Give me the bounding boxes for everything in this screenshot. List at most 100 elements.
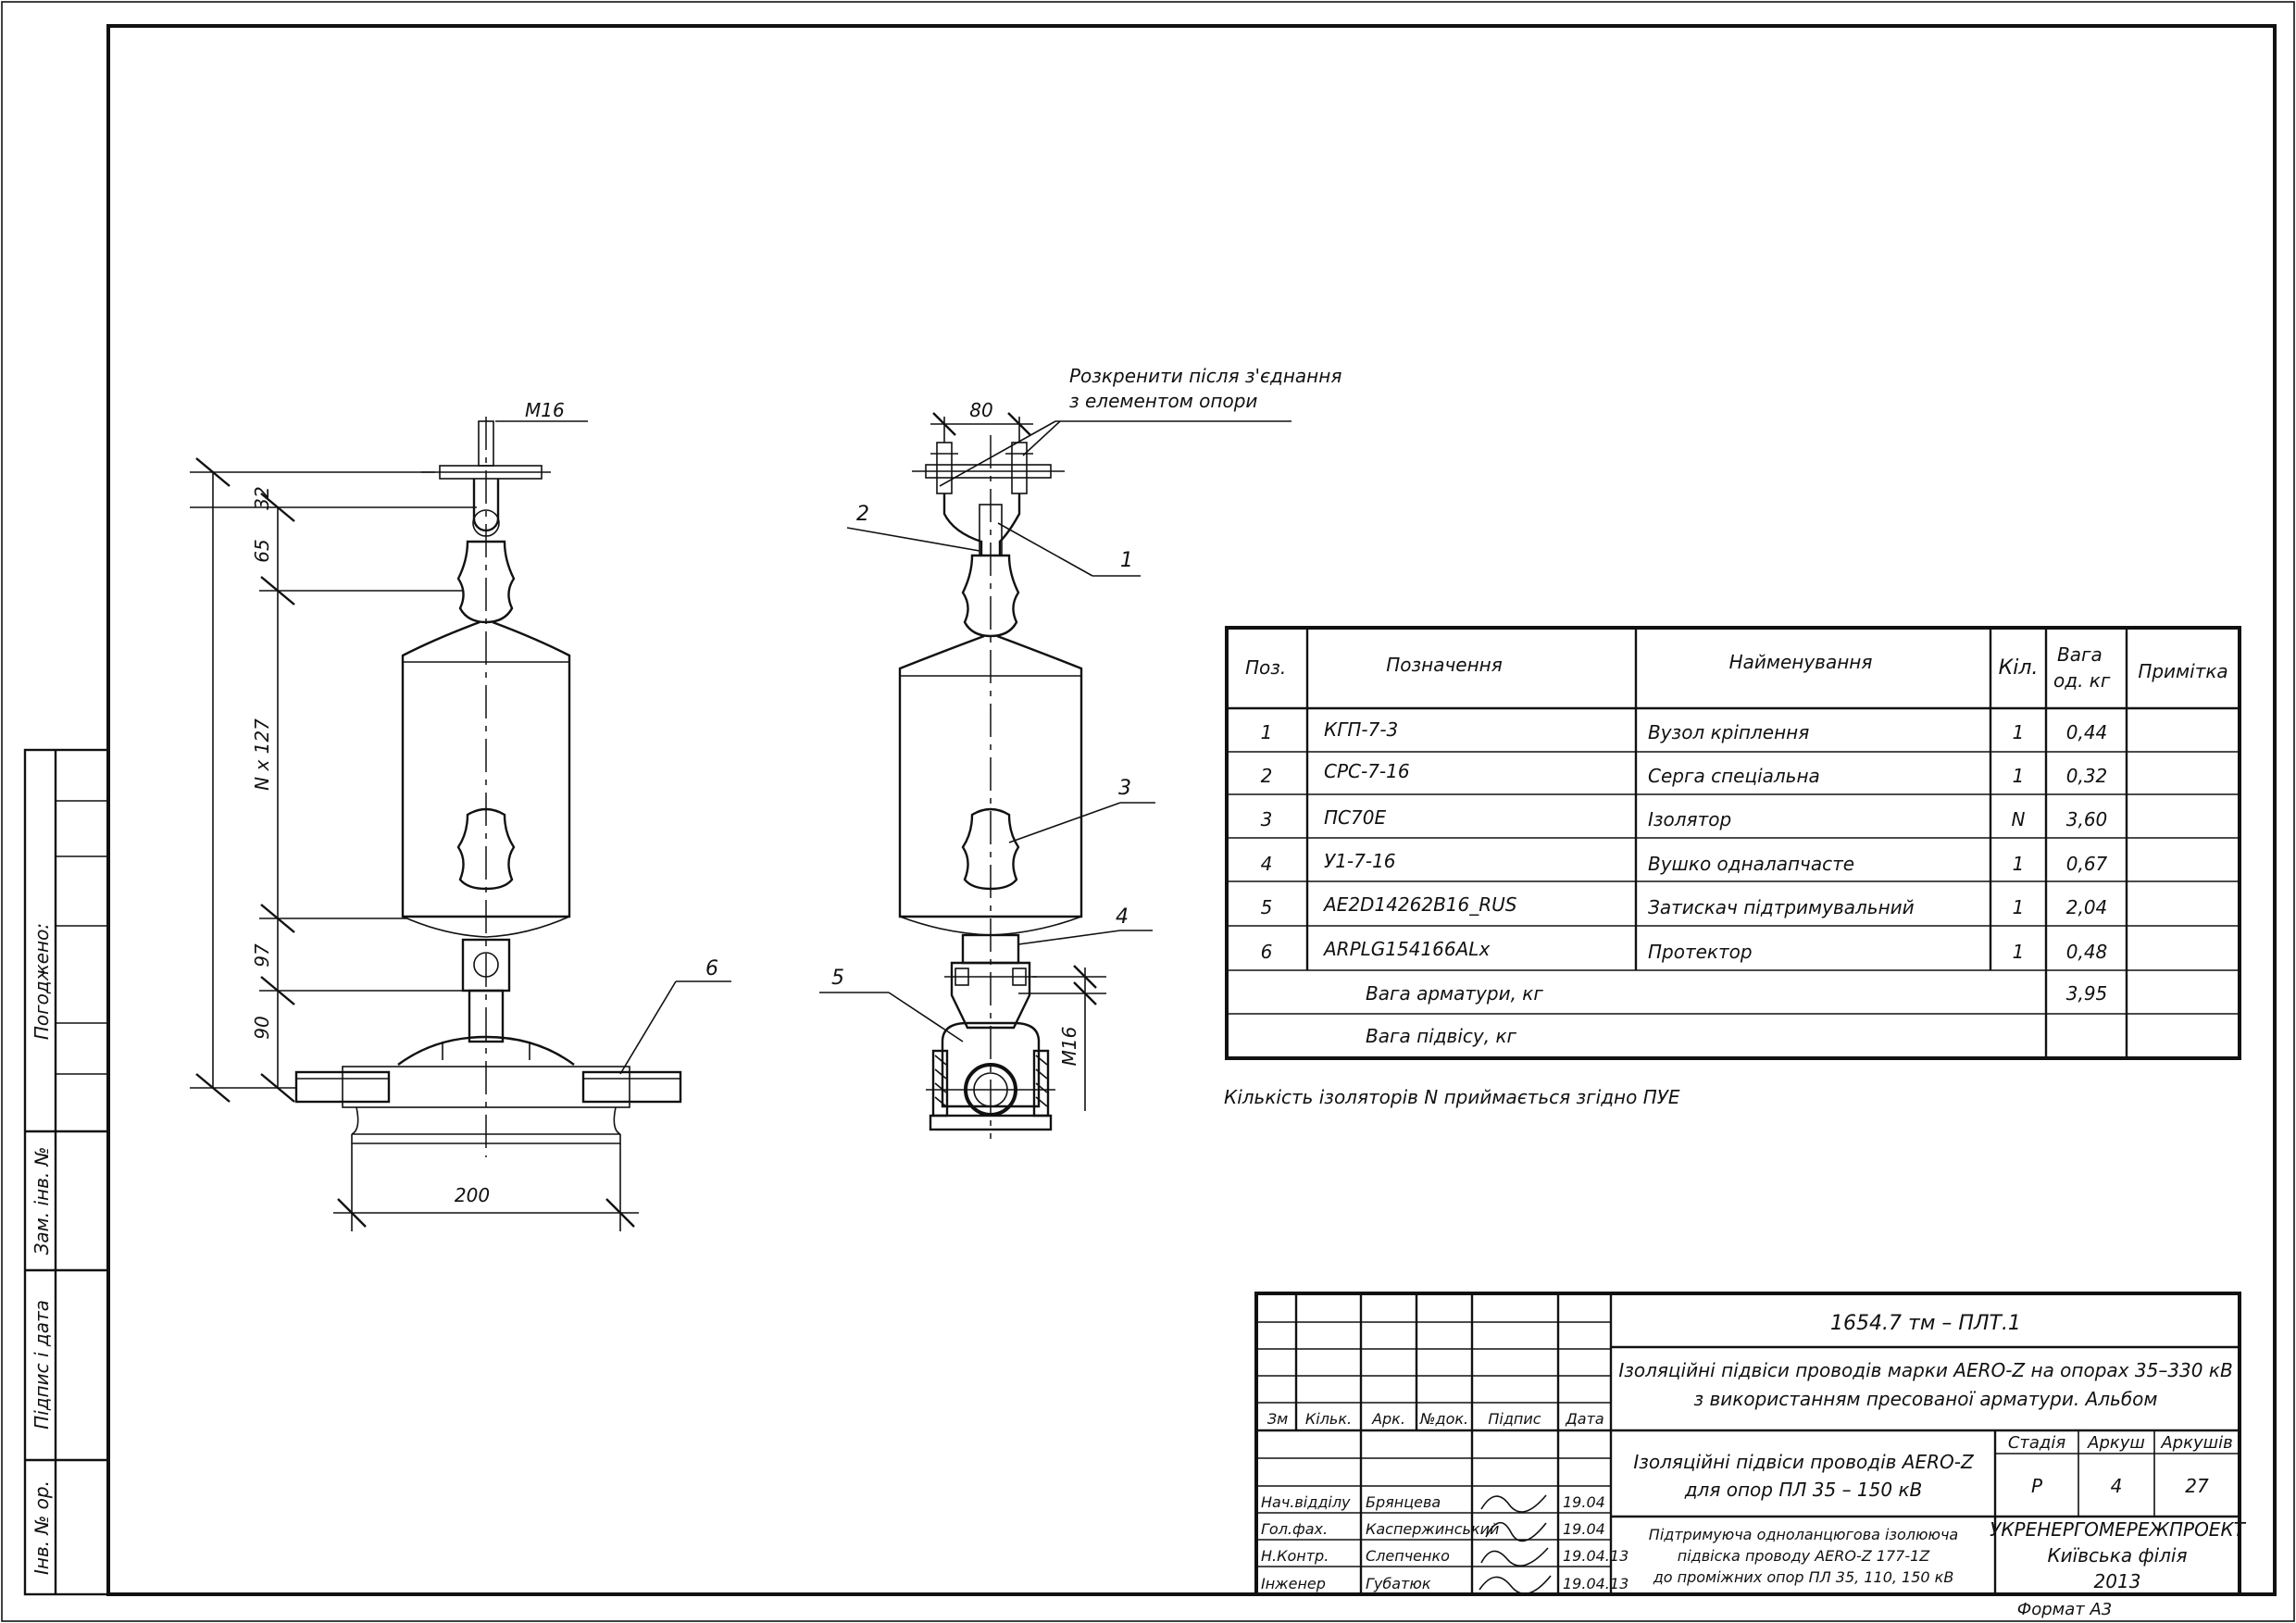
col-ark: Арк. <box>1371 1410 1405 1428</box>
svg-text:19.04.13: 19.04.13 <box>1563 1547 1628 1565</box>
front-view-dimensions: 80 Розкренити після з'єднання з елементо… <box>819 365 1341 1111</box>
svg-text:1: 1 <box>2013 853 2025 875</box>
svg-text:0,44: 0,44 <box>2066 721 2108 743</box>
pos-4: 4 <box>1116 905 1129 929</box>
svg-text:N: N <box>2012 808 2026 830</box>
svg-text:19.04: 19.04 <box>1563 1520 1605 1538</box>
sheet-label: Аркуш <box>2087 1433 2145 1453</box>
signature-date-label: Підпис і дата <box>31 1300 53 1429</box>
svg-text:ПС70Е: ПС70Е <box>1324 806 1386 829</box>
table-row: 3 ПС70Е Ізолятор N 3,60 <box>1261 806 2108 830</box>
sheet-title-line2: для опор ПЛ 35 – 150 кВ <box>1684 1479 1923 1501</box>
signatory-row: Гол.фах. Каспержинський 19.04 <box>1261 1520 1605 1542</box>
title-block: 1654.7 тм – ПЛТ.1 Ізоляційні підвіси про… <box>1254 1292 2247 1596</box>
signatory-row: Н.Контр. Слепченко 19.04.13 <box>1261 1547 1628 1567</box>
col-signature: Підпис <box>1488 1410 1541 1428</box>
signature-mark <box>1480 1494 1547 1513</box>
stage-value: Р <box>2031 1475 2043 1497</box>
dim-97: 97 <box>251 943 273 968</box>
col-zm: Зм <box>1267 1410 1288 1428</box>
inv-replaced-label: Зам. інв. № <box>31 1147 53 1255</box>
svg-text:Каспержинський: Каспержинський <box>1366 1520 1499 1538</box>
dim-200: 200 <box>455 1184 490 1206</box>
table-row: 5 AE2D14262B16_RUS Затискач підтримуваль… <box>1261 893 2108 918</box>
svg-text:У1-7-16: У1-7-16 <box>1324 850 1396 872</box>
note-top-line2: з елементом опори <box>1069 390 1257 412</box>
insulator-front-view <box>898 435 1083 1139</box>
dim-32: 32 <box>251 486 273 509</box>
svg-text:3,60: 3,60 <box>2066 808 2108 830</box>
svg-text:Слепченко: Слепченко <box>1366 1547 1450 1565</box>
col-doc: №док. <box>1419 1410 1468 1428</box>
dim-90: 90 <box>251 1016 273 1039</box>
left-stamp: Погоджено: Зам. інв. № Підпис і дата Інв… <box>23 748 110 1596</box>
table-row: 6 ARPLG154166ALx Протектор 1 0,48 <box>1261 938 2108 963</box>
insulator-side-view <box>294 417 682 1157</box>
svg-text:Серга спеціальна: Серга спеціальна <box>1648 765 1820 787</box>
svg-text:СРС-7-16: СРС-7-16 <box>1324 760 1410 782</box>
th-weight-1: Вага <box>2057 643 2103 666</box>
signature-mark <box>1485 1521 1547 1542</box>
sheets-label: Аркушів <box>2160 1433 2232 1453</box>
svg-text:3: 3 <box>1261 808 1273 830</box>
svg-text:1: 1 <box>1261 721 1273 743</box>
pos-5: 5 <box>831 967 844 990</box>
org-name: УКРЕНЕРГОМЕРЕЖПРОЕКТ <box>1990 1518 2247 1541</box>
svg-text:Вузол кріплення: Вузол кріплення <box>1648 721 1809 743</box>
dim-m16-top: M16 <box>525 399 565 421</box>
svg-text:Н.Контр.: Н.Контр. <box>1261 1547 1329 1565</box>
total-fittings-label: Вага арматури, кг <box>1366 982 1543 1005</box>
table-row: 4 У1-7-16 Вушко одналапчасте 1 0,67 <box>1261 850 2108 875</box>
stage-label: Стадія <box>2008 1433 2066 1453</box>
svg-text:Інженер: Інженер <box>1261 1575 1326 1592</box>
drawing-desc-line1: Підтримуюча одноланцюгова ізолююча <box>1649 1526 1958 1543</box>
svg-text:2: 2 <box>1261 765 1273 787</box>
signatory-row: Нач.відділу Брянцева 19.04 <box>1261 1493 1605 1513</box>
svg-text:AE2D14262B16_RUS: AE2D14262B16_RUS <box>1322 893 1517 916</box>
col-kilk: Кільк. <box>1305 1410 1352 1428</box>
dim-n-x-127: N x 127 <box>251 718 273 791</box>
svg-text:6: 6 <box>1261 941 1273 963</box>
svg-text:19.04.13: 19.04.13 <box>1563 1575 1628 1592</box>
insulator-count-note: Кількість ізоляторів N приймається згідн… <box>1224 1086 1680 1108</box>
col-date: Дата <box>1565 1410 1603 1428</box>
svg-text:ARPLG154166ALx: ARPLG154166ALx <box>1322 938 1490 960</box>
album-title-line1: Ізоляційні підвіси проводів марки AERO-Z… <box>1618 1359 2232 1381</box>
svg-text:КГП-7-3: КГП-7-3 <box>1324 718 1398 741</box>
svg-text:0,67: 0,67 <box>2066 853 2108 875</box>
svg-text:5: 5 <box>1261 896 1273 918</box>
pos-6: 6 <box>705 957 718 980</box>
svg-text:1: 1 <box>2013 765 2025 787</box>
dim-65: 65 <box>251 539 273 562</box>
signature-mark <box>1479 1575 1552 1595</box>
total-suspension-label: Вага підвісу, кг <box>1366 1025 1517 1047</box>
svg-text:Брянцева: Брянцева <box>1366 1493 1441 1511</box>
side-view-dimensions: 32 65 N x 127 97 90 M16 200 6 <box>190 399 731 1231</box>
inv-original-label: Інв. № ор. <box>31 1480 53 1575</box>
svg-text:1: 1 <box>2013 721 2025 743</box>
drawing-desc-line2: підвіска проводу AERO-Z 177-1Z <box>1678 1547 1931 1565</box>
th-name: Найменування <box>1729 651 1873 673</box>
svg-text:Вушко одналапчасте: Вушко одналапчасте <box>1648 853 1854 875</box>
th-designation: Позначення <box>1386 654 1503 676</box>
th-note: Примітка <box>2138 660 2227 682</box>
svg-text:1: 1 <box>2013 941 2025 963</box>
svg-text:2,04: 2,04 <box>2066 896 2108 918</box>
total-fittings-value: 3,95 <box>2066 982 2108 1005</box>
svg-text:1: 1 <box>2013 896 2025 918</box>
pos-3: 3 <box>1118 777 1131 800</box>
th-weight-2: од. кг <box>2053 669 2111 692</box>
svg-text:Ізолятор: Ізолятор <box>1648 808 1731 830</box>
svg-text:Губатюк: Губатюк <box>1366 1575 1431 1592</box>
svg-text:0,48: 0,48 <box>2066 941 2108 963</box>
svg-text:Гол.фах.: Гол.фах. <box>1261 1520 1328 1538</box>
sheet-title-line1: Ізоляційні підвіси проводів AERO-Z <box>1633 1451 1975 1473</box>
pos-2: 2 <box>856 503 869 526</box>
table-row: 1 КГП-7-3 Вузол кріплення 1 0,44 <box>1261 718 2108 743</box>
dim-80: 80 <box>969 399 992 421</box>
th-qty: Кіл. <box>1999 656 2039 680</box>
org-branch: Київська філія <box>2047 1544 2187 1567</box>
dim-m16-right: M16 <box>1058 1027 1080 1067</box>
